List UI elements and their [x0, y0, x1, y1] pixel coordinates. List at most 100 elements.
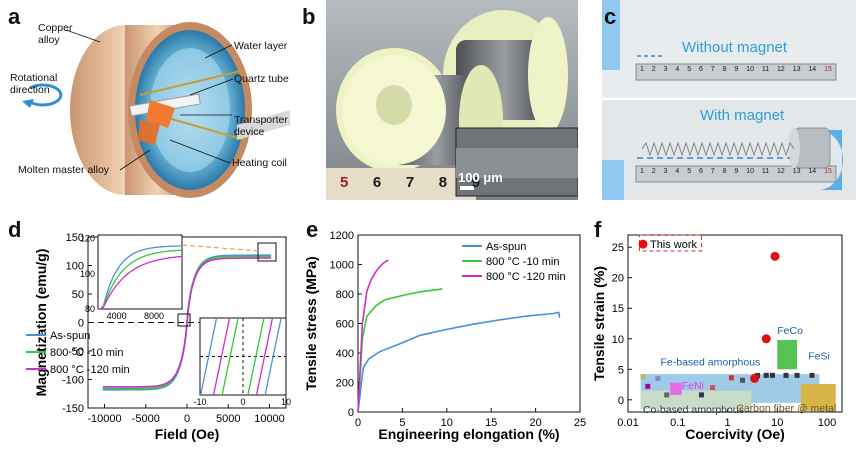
glove [818, 130, 843, 190]
region-label: FeCo [777, 325, 803, 337]
y-tick-label: 150 [66, 232, 84, 244]
region-label: Co-based amorphous [643, 404, 744, 416]
ruler-b-numbers: 5 6 7 8 9 [340, 174, 480, 191]
inset-x-tick-label: 8000 [144, 311, 164, 321]
inset-crossing-line [264, 317, 282, 396]
panel-b-label: b [302, 4, 316, 29]
scatter-point [739, 377, 745, 383]
x-tick-label: 15 [485, 417, 497, 429]
inset-x-tick-label: 0 [240, 397, 245, 407]
scatter-point-red [750, 373, 760, 383]
scatter-point [809, 372, 815, 378]
series-line [357, 311, 561, 413]
inset-crossing-line [199, 317, 218, 396]
region-label: Carbon fiber @ metal [736, 402, 836, 414]
inset-crossing-line [212, 317, 231, 396]
x-tick-label: 100 [818, 417, 836, 429]
scale-bar-label: 100 μm [458, 170, 503, 185]
ruler-b [326, 168, 476, 200]
panel-f-label: f [594, 217, 602, 242]
x-axis-label: Field (Oe) [155, 426, 220, 442]
x-tick-label: 10 [771, 417, 783, 429]
scatter-point [655, 375, 661, 381]
label-transporter-device: Transporter device [234, 114, 288, 138]
this-work-label: This work [650, 239, 698, 251]
ruler-number: 7 [710, 66, 715, 73]
ruler-number: 3 [663, 168, 668, 175]
ruler-number: 3 [663, 66, 668, 73]
zoom-box-origin [177, 313, 191, 327]
y-tick-label: 1200 [330, 230, 354, 242]
y-tick-label: 1000 [330, 260, 354, 272]
inset-y-tick-label: 120 [80, 234, 95, 244]
series-line [102, 257, 272, 388]
scatter-point [645, 383, 651, 389]
ribbon [237, 110, 290, 140]
y-axis-label: Tensile stress (MPa) [303, 256, 319, 390]
melt-spinning-schematic [22, 22, 290, 198]
y-tick-label: 600 [336, 319, 354, 331]
rotation-arrow [29, 83, 63, 107]
y-tick-label: 10 [612, 334, 624, 346]
ruler-bottom [635, 165, 837, 183]
heating-coil [146, 100, 175, 128]
x-tick-label: 10000 [254, 413, 285, 425]
magnet-demo-photo [602, 0, 856, 200]
inset-series-line [98, 249, 183, 310]
region-feni [670, 382, 682, 395]
x-tick-label: 5000 [216, 413, 240, 425]
y-tick-label: 800 [336, 289, 354, 301]
ruler-number: 13 [792, 168, 801, 175]
scatter-point [763, 372, 769, 378]
x-tick-label: 0.1 [670, 417, 685, 429]
panel-b: b 5 6 7 8 9 100 μm [296, 0, 578, 200]
x-tick-label: 0 [355, 417, 361, 429]
y-tick-label: -100 [62, 375, 84, 387]
wire-spools-photo [326, 0, 578, 200]
series-line [357, 259, 389, 413]
inset-series-line [98, 255, 183, 310]
ruler-number: 15 [824, 168, 832, 175]
y-axis-label: Tensile strain (%) [592, 266, 607, 381]
label-rotational-direction: Rotational direction [10, 72, 58, 96]
inset-x-tick-label: -10 [193, 397, 206, 407]
region-label: Fe-based amorphous [661, 357, 761, 369]
x-tick-label: 10 [441, 417, 453, 429]
scatter-point [769, 372, 775, 378]
x-tick-label: 1 [724, 417, 730, 429]
inset-x-tick-label: 10 [281, 397, 291, 407]
legend-label: 800 °C -10 min [486, 256, 560, 268]
ruler-number: 2 [651, 66, 656, 73]
panel-a: a Copper alloy Ro [0, 0, 290, 215]
inset-top-frame [97, 234, 183, 310]
y-axis-label: Magnetization (emu/g) [33, 249, 49, 397]
ruler-number: 14 [808, 168, 817, 175]
scatter-point [710, 385, 716, 391]
x-axis-label: Coercivity (Oe) [685, 426, 785, 442]
inset-x-tick-label: 4000 [107, 311, 127, 321]
inset-y-tick-label: 100 [80, 269, 95, 279]
plot-frame [627, 234, 843, 413]
ruler-number: 7 [710, 168, 715, 175]
ruler-number: 12 [777, 168, 785, 175]
inset-crossing-line [255, 317, 274, 396]
y-tick-label: 100 [66, 261, 84, 273]
ruler-number: 11 [761, 168, 770, 175]
scatter-point [698, 392, 704, 398]
y-tick-label: 0 [618, 395, 624, 407]
legend-label: 800 °C -10 min [50, 347, 124, 359]
panel-d-label: d [8, 217, 22, 242]
region-label: FeSi [808, 351, 830, 363]
scatter-point [783, 372, 789, 378]
ruler-number: 12 [777, 66, 785, 73]
y-tick-label: 50 [72, 289, 84, 301]
x-tick-label: 20 [529, 417, 541, 429]
ruler-number: 9 [734, 168, 739, 175]
x-tick-label: 0.01 [617, 417, 638, 429]
scatter-point [664, 392, 670, 398]
with-magnet-label: With magnet [700, 107, 785, 124]
